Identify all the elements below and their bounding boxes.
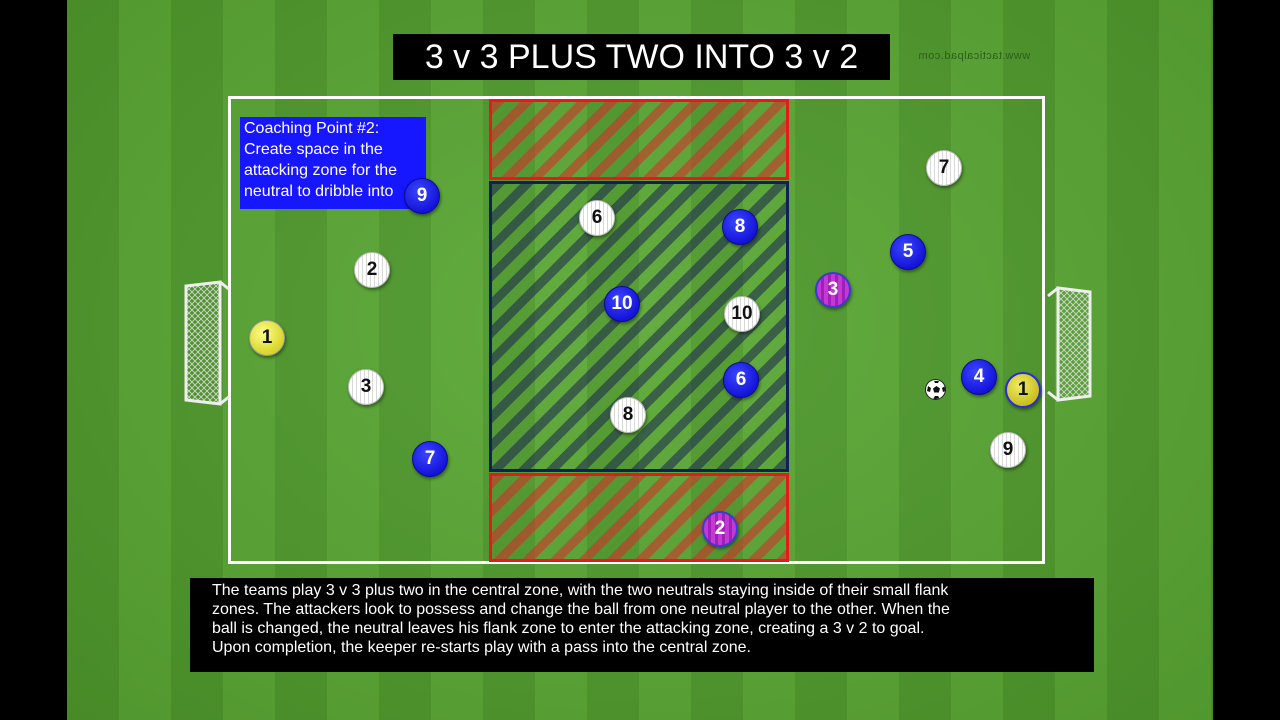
neutral-player-3: 3 xyxy=(815,272,851,308)
white-player-7: 7 xyxy=(926,150,962,186)
white-player-6: 6 xyxy=(579,200,615,236)
right-goal xyxy=(1047,286,1092,402)
blue-player-10: 10 xyxy=(604,286,640,322)
blue-player-7: 7 xyxy=(412,441,448,477)
watermark: www.tacticalpad.com xyxy=(918,50,1031,62)
description-line: Upon completion, the keeper re-starts pl… xyxy=(212,639,751,656)
drill-description: The teams play 3 v 3 plus two in the cen… xyxy=(190,578,1094,672)
left-goalkeeper: 1 xyxy=(249,320,285,356)
coaching-point-line: attacking zone for the xyxy=(244,162,397,179)
right-goalkeeper: 1 xyxy=(1005,372,1041,408)
diagram-title: 3 v 3 PLUS TWO INTO 3 v 2 xyxy=(393,34,890,80)
blue-player-4: 4 xyxy=(961,359,997,395)
blue-player-9: 9 xyxy=(404,178,440,214)
white-player-2: 2 xyxy=(354,252,390,288)
description-line: ball is changed, the neutral leaves his … xyxy=(212,620,925,637)
white-player-10: 10 xyxy=(724,296,760,332)
top-flank-zone xyxy=(489,99,789,180)
coaching-point-line: neutral to dribble into xyxy=(244,183,394,200)
white-player-9: 9 xyxy=(990,432,1026,468)
white-player-8: 8 xyxy=(610,397,646,433)
description-line: The teams play 3 v 3 plus two in the cen… xyxy=(212,582,949,599)
coaching-point-heading: Coaching Point #2: xyxy=(244,120,380,137)
coaching-point-line: Create space in the xyxy=(244,141,383,158)
soccer-ball-icon xyxy=(925,379,946,400)
coaching-point-box: Coaching Point #2: Create space in the a… xyxy=(240,117,426,209)
bottom-flank-zone xyxy=(489,473,789,562)
neutral-player-2: 2 xyxy=(702,511,738,547)
white-player-3: 3 xyxy=(348,369,384,405)
description-line: zones. The attackers look to possess and… xyxy=(212,601,950,618)
blue-player-6: 6 xyxy=(723,362,759,398)
blue-player-8: 8 xyxy=(722,209,758,245)
blue-player-5: 5 xyxy=(890,234,926,270)
left-goal xyxy=(184,280,231,406)
field-boundary xyxy=(228,96,1045,564)
